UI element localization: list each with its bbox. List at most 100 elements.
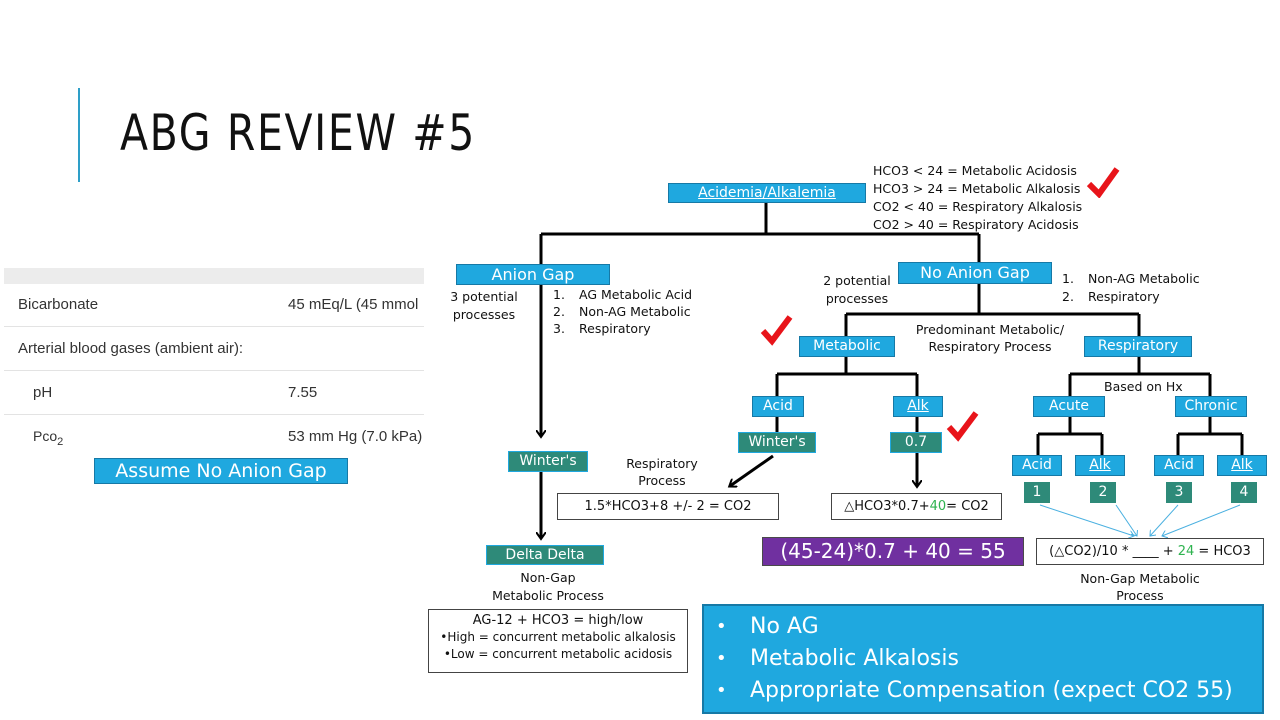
process-label: Non-AG Metabolic: [579, 304, 691, 319]
process-item: 2.Non-AG Metabolic: [553, 304, 691, 319]
case-number-2: 2: [1090, 482, 1116, 503]
delta-note: Non-Gap Metabolic Process: [478, 569, 618, 605]
table-row: Pco2 53 mm Hg (7.0 kPa): [4, 416, 424, 458]
note-line: Respiratory: [626, 456, 698, 471]
lab-label: pH: [33, 384, 53, 401]
respiratory-box: Respiratory: [1084, 336, 1192, 357]
title-accent-bar: [78, 88, 80, 182]
case-number-4: 4: [1231, 482, 1257, 503]
connector-root: [539, 201, 981, 264]
connector-nag: [844, 282, 1141, 336]
case-number-3: 3: [1166, 482, 1192, 503]
acidemia-alkalemia-box: Acidemia/Alkalemia: [668, 183, 866, 203]
lab-label: Arterial blood gases (ambient air):: [18, 340, 244, 357]
calculation-box: (45-24)*0.7 + 40 = 55: [762, 537, 1024, 566]
note-line: Metabolic Process: [492, 588, 604, 603]
lab-value: 7.55: [288, 384, 318, 401]
lab-value: 45 mEq/L (45 mmol: [288, 296, 419, 313]
pco-label: Pco: [33, 428, 58, 444]
blue-arrow-1: [1039, 504, 1134, 536]
case-number-1: 1: [1024, 482, 1050, 503]
predominant-note: Predominant Metabolic/ Respiratory Proce…: [910, 321, 1070, 355]
table-header: [4, 268, 424, 284]
blue-arrow-2: [1115, 504, 1137, 536]
connector-chronic: [1176, 415, 1244, 455]
no-anion-gap-box: No Anion Gap: [898, 262, 1052, 284]
assume-no-anion-gap-box: Assume No Anion Gap: [94, 458, 348, 484]
note-line: Non-Gap: [520, 570, 576, 585]
non-gap-metabolic-note: Non-Gap Metabolic Process: [1060, 570, 1220, 604]
ag-potential-note: 3 potential processes: [448, 288, 520, 324]
process-item: 3.Respiratory: [553, 321, 651, 336]
respiratory-formula-box: (△CO2)/10 * ____ + 24 = HCO3: [1036, 538, 1264, 565]
process-item: 1.Non-AG Metabolic: [1062, 271, 1200, 286]
formula-constant: 24: [1177, 544, 1195, 559]
formula-line: •High = concurrent metabolic alkalosis: [440, 630, 676, 644]
connector-winters-arrow: [730, 454, 774, 486]
lab-value: 53 mm Hg (7.0 kPa): [288, 428, 423, 445]
acute-acid-box: Acid: [1012, 455, 1062, 476]
lab-values-table: Bicarbonate 45 mEq/L (45 mmol Arterial b…: [4, 268, 424, 458]
formula-line: AG-12 + HCO3 = high/low: [472, 613, 644, 628]
metabolic-winters-box: Winter's: [738, 432, 816, 453]
lab-label: Bicarbonate: [18, 296, 99, 313]
note-line: processes: [452, 307, 516, 322]
note-line: 3 potential: [450, 289, 518, 304]
table-row: Bicarbonate 45 mEq/L (45 mmol: [4, 284, 424, 327]
anion-gap-box: Anion Gap: [456, 264, 610, 285]
blue-arrow-4: [1162, 504, 1241, 536]
metabolic-box: Metabolic: [799, 336, 895, 357]
process-item: 1.AG Metabolic Acid: [553, 287, 693, 302]
chronic-box: Chronic: [1175, 396, 1247, 417]
lab-label: Pco2: [33, 428, 63, 448]
note-line: Predominant Metabolic/: [915, 322, 1065, 337]
rule-item: HCO3 < 24 = Metabolic Acidosis: [873, 163, 1077, 178]
ag-process-list: 1.AG Metabolic Acid 2.Non-AG Metabolic 3…: [553, 286, 692, 337]
acute-box: Acute: [1033, 396, 1105, 417]
check-mark-icon: [1086, 167, 1120, 198]
rule-item: CO2 > 40 = Respiratory Acidosis: [873, 217, 1079, 232]
slide-title: ABG REVIEW #5: [120, 104, 477, 162]
process-label: Respiratory: [1088, 289, 1160, 304]
table-row: Arterial blood gases (ambient air):: [4, 328, 424, 371]
chronic-alk-box: Alk: [1217, 455, 1267, 476]
delta-delta-box: Delta Delta: [486, 545, 604, 565]
check-mark-icon: [760, 315, 793, 346]
connector-resp: [1068, 355, 1212, 396]
formula-line: •Low = concurrent metabolic acidosis: [443, 647, 673, 661]
summary-item: Appropriate Compensation (expect CO2 55): [712, 675, 1262, 707]
winters-formula-box: 1.5*HCO3+8 +/- 2 = CO2: [557, 493, 779, 520]
table-row: pH 7.55: [4, 372, 424, 415]
note-line: 2 potential: [823, 273, 891, 288]
metabolic-alk-box: Alk: [893, 396, 943, 417]
rule-item: HCO3 > 24 = Metabolic Alkalosis: [873, 181, 1081, 196]
process-item: 2.Respiratory: [1062, 289, 1160, 304]
summary-item: No AG: [712, 611, 1262, 643]
pco-subscript: 2: [57, 436, 64, 448]
nag-process-list: 1.Non-AG Metabolic 2.Respiratory: [1062, 270, 1200, 306]
connector-met: [775, 355, 919, 396]
note-line: processes: [825, 291, 889, 306]
respiratory-process-note: Respiratory Process: [620, 455, 704, 489]
process-label: AG Metabolic Acid: [579, 287, 693, 302]
metabolic-acid-box: Acid: [752, 396, 804, 417]
note-line: Process: [1116, 588, 1164, 603]
formula-part: = CO2: [946, 499, 989, 514]
connector-acute: [1036, 415, 1104, 455]
nag-potential-note: 2 potential processes: [820, 272, 894, 308]
formula-part: = HCO3: [1194, 544, 1251, 559]
formula-constant: 40: [929, 499, 947, 514]
process-label: Non-AG Metabolic: [1088, 271, 1200, 286]
check-mark-icon: [946, 411, 979, 442]
formula-part: (△CO2)/10 * ____ +: [1049, 544, 1178, 559]
blue-arrow-3: [1150, 504, 1179, 536]
rule-item: CO2 < 40 = Respiratory Alkalosis: [873, 199, 1083, 214]
note-line: Non-Gap Metabolic: [1080, 571, 1200, 586]
note-line: Process: [638, 473, 686, 488]
rules-list: HCO3 < 24 = Metabolic Acidosis HCO3 > 24…: [873, 162, 1082, 234]
factor-box: 0.7: [890, 432, 942, 453]
note-line: Respiratory Process: [928, 339, 1052, 354]
process-label: Respiratory: [579, 321, 651, 336]
ag-winters-box: Winter's: [508, 451, 588, 472]
